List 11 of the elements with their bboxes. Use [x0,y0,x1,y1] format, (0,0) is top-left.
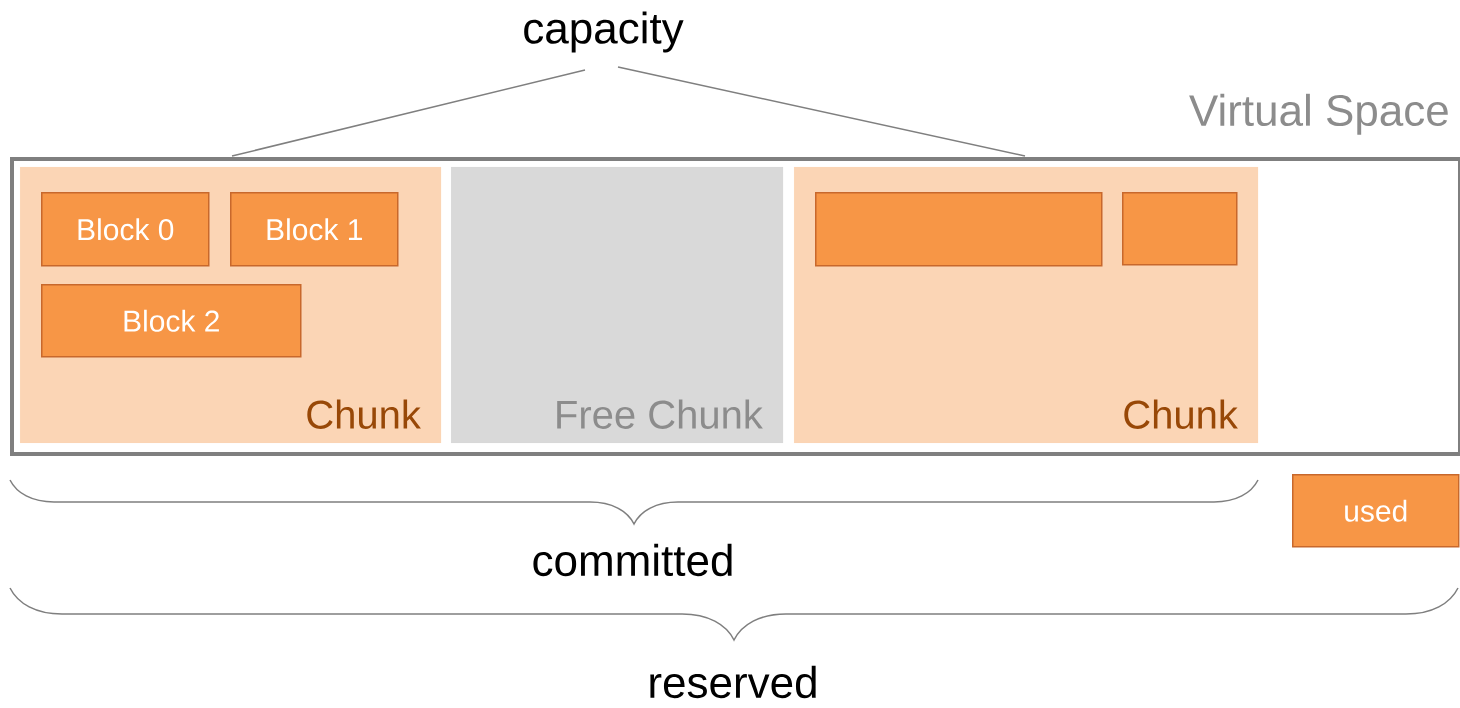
block-box [815,192,1103,267]
free-chunk-box: Free Chunk [451,167,784,444]
reserved-label: reserved [650,665,816,699]
block-box [1122,192,1238,266]
node-label: Virtual Space [1189,93,1448,135]
block-box: Block 0 [41,192,210,267]
block-box: Block 2 [41,284,302,358]
committed-label: committed [533,543,732,577]
block-box: Block 1 [230,192,399,267]
capacity-label: capacity [524,11,684,53]
legend-box: used [1292,474,1460,548]
